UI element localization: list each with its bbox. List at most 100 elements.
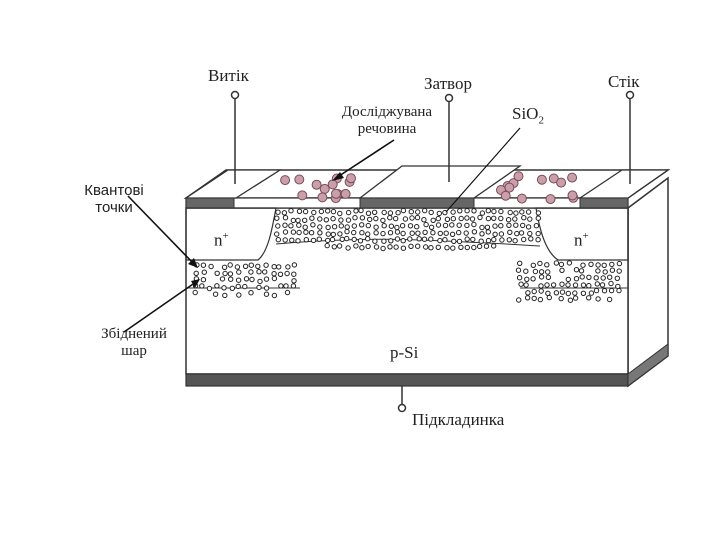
quantum-dot <box>235 277 242 283</box>
quantum-dot <box>387 210 394 216</box>
quantum-dot <box>437 237 443 244</box>
quantum-dot <box>428 236 434 242</box>
analyte-particle <box>319 183 330 194</box>
quantum-dot <box>284 289 291 296</box>
quantum-dot <box>527 216 533 222</box>
quantum-dot <box>345 209 352 216</box>
quantum-dot <box>351 236 357 243</box>
quantum-dot <box>222 270 228 277</box>
quantum-dot <box>538 283 544 289</box>
quantum-dot <box>289 237 295 243</box>
quantum-dot <box>236 269 242 275</box>
quantum-dot <box>580 282 587 288</box>
quantum-dot <box>339 236 345 243</box>
analyte-label-line1: Досліджувана <box>341 104 433 120</box>
quantum-dot <box>359 245 365 251</box>
quantum-dot <box>458 244 464 251</box>
n-plus-right-base: n <box>574 230 583 250</box>
quantum-dot <box>408 243 414 250</box>
quantum-dot <box>249 276 255 283</box>
quantum-dot <box>498 231 505 237</box>
quantum-dot <box>421 217 427 223</box>
quantum-dot <box>505 217 512 223</box>
quantum-dot <box>243 276 250 282</box>
quantum-dot <box>344 235 350 242</box>
quantum-dot <box>479 231 485 237</box>
n-plus-right-label: n+ <box>574 230 589 250</box>
quantum-dot <box>367 216 373 223</box>
quantum-dot <box>206 285 213 292</box>
quantum-dot <box>359 230 365 236</box>
quantum-dot <box>464 215 470 221</box>
quantum-dot <box>416 236 422 242</box>
quantum-dot <box>524 276 530 282</box>
quantum-dot <box>284 270 290 277</box>
quantum-dot <box>381 223 387 229</box>
quantum-dot <box>491 243 497 249</box>
analyte-particle <box>340 188 351 199</box>
quantum-dot <box>533 223 540 229</box>
quantum-dot <box>600 275 606 281</box>
quantum-dot <box>409 215 415 221</box>
quantum-dot <box>329 236 336 243</box>
quantum-dot <box>602 269 608 275</box>
quantum-dot <box>471 208 477 214</box>
quantum-dot <box>521 236 527 243</box>
quantum-dot <box>291 271 297 277</box>
quantum-dot <box>421 236 428 242</box>
quantum-dot <box>572 290 578 296</box>
quantum-dot <box>464 208 470 214</box>
quantum-dot <box>214 283 220 289</box>
quantum-dot <box>227 271 234 277</box>
quantum-dot <box>325 224 331 231</box>
quantum-dot <box>616 260 623 267</box>
quantum-dot <box>310 222 316 228</box>
quantum-dot <box>478 238 484 244</box>
quantum-dot <box>229 285 236 291</box>
analyte-particle <box>327 179 338 190</box>
quantum-dot <box>357 238 364 244</box>
quantum-dot <box>308 230 315 236</box>
quantum-dot <box>344 228 350 235</box>
quantum-dot <box>614 275 620 281</box>
quantum-dot <box>255 263 261 269</box>
quantum-dot <box>593 287 600 294</box>
quantum-dot <box>428 209 434 216</box>
analyte-particle <box>297 190 308 201</box>
quantum-dot <box>437 230 443 237</box>
quantum-dot <box>275 223 281 229</box>
quantum-dot <box>525 209 532 215</box>
quantum-dot <box>537 260 543 267</box>
quantum-dot <box>538 269 545 275</box>
quantum-dot <box>365 243 371 250</box>
n-plus-left-base: n <box>214 230 223 250</box>
quantum-dot <box>290 229 297 235</box>
quantum-dot <box>546 294 552 301</box>
quantum-dot <box>550 282 557 288</box>
quantum-dot <box>282 215 289 221</box>
quantum-dot <box>388 238 394 244</box>
quantum-dot <box>491 236 497 243</box>
quantum-dot <box>200 262 207 268</box>
quantum-dot <box>242 263 249 269</box>
quantum-dot <box>359 215 366 221</box>
analyte-particle <box>545 194 556 205</box>
quantum-dot <box>443 230 449 236</box>
quantum-dot <box>469 216 476 222</box>
quantum-dot <box>545 274 552 280</box>
quantum-dot <box>248 262 255 268</box>
quantum-dot <box>491 208 497 215</box>
quantum-dot <box>222 292 228 299</box>
quantum-dot <box>595 296 601 302</box>
quantum-dot <box>545 290 551 296</box>
quantum-dot <box>559 281 565 287</box>
quantum-dot <box>595 268 601 274</box>
quantum-dot <box>393 215 399 222</box>
quantum-dot <box>470 236 476 243</box>
quantum-dot <box>318 208 325 215</box>
quantum-dot <box>381 209 387 216</box>
quantum-dot <box>263 262 269 268</box>
quantum-dot <box>608 287 615 294</box>
quantum-dot <box>380 217 386 224</box>
quantum-dot <box>394 224 400 231</box>
